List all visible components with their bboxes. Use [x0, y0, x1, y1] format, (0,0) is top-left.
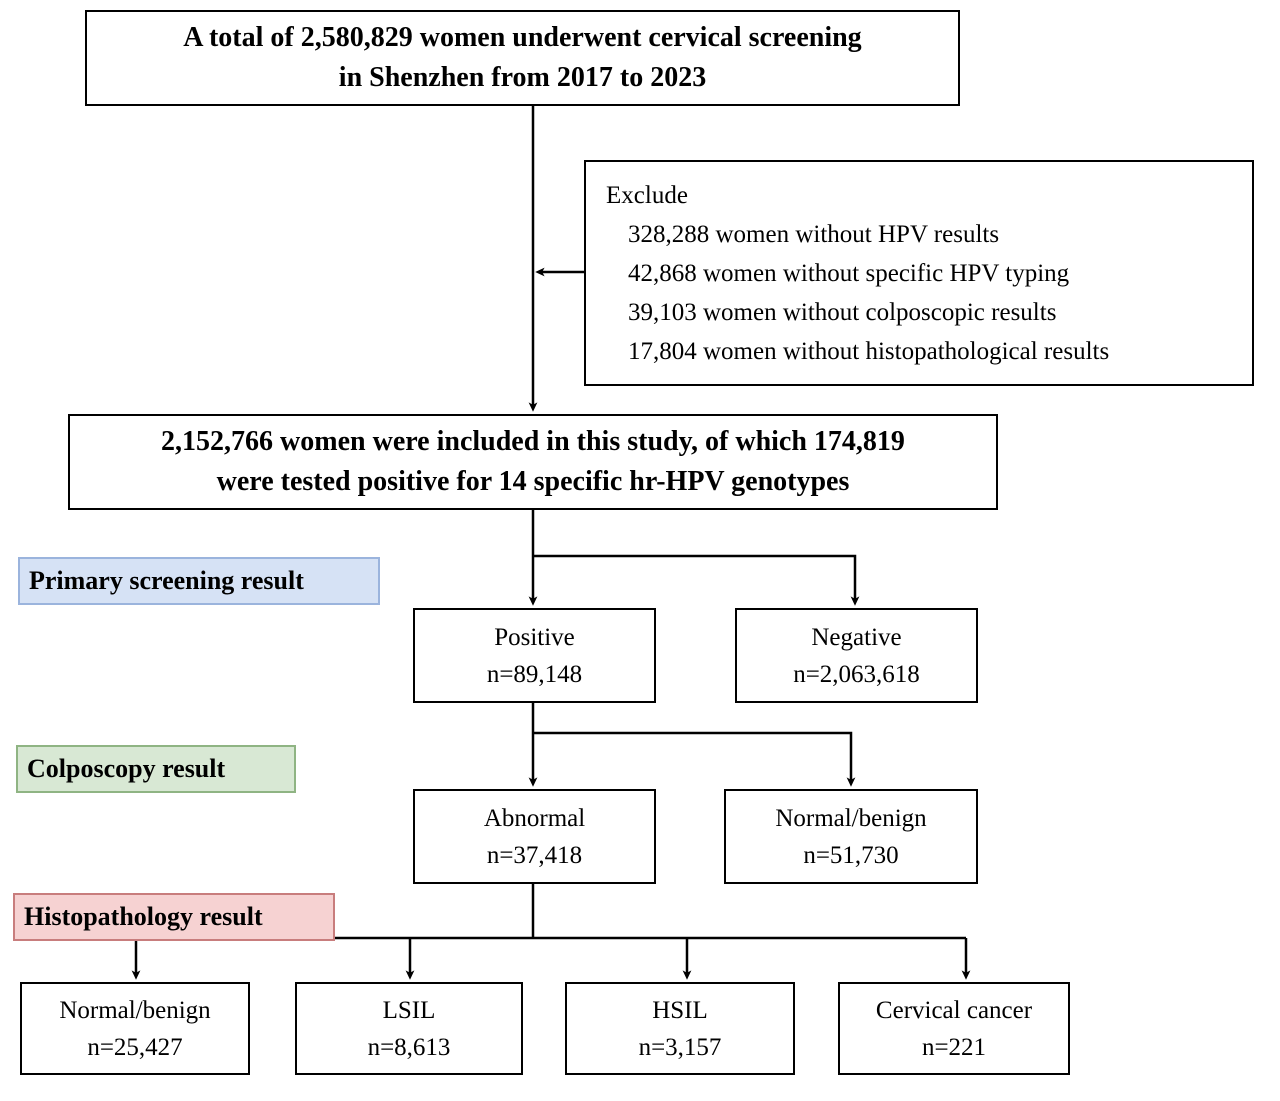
node-histopathology-cancer-label: Cervical cancer	[875, 996, 1033, 1024]
node-histopathology-cancer: Cervical cancer n=221	[838, 982, 1070, 1075]
node-hpv-negative-label: Negative	[811, 623, 902, 651]
node-included-cohort: 2,152,766 women were included in this st…	[68, 414, 998, 510]
node-hpv-positive-label: Positive	[494, 623, 575, 651]
node-histopathology-lsil-label: LSIL	[382, 996, 436, 1024]
connector-included-to-negative	[533, 554, 860, 606]
node-colposcopy-abnormal-count: n=37,418	[486, 841, 583, 869]
exclude-item-0: 328,288 women without HPV results	[628, 221, 1000, 248]
stage-label-histopathology: Histopathology result	[13, 893, 335, 941]
node-hpv-positive: Positive n=89,148	[413, 608, 656, 703]
stage-label-colposcopy-text: Colposcopy result	[27, 754, 226, 783]
node-included-line2: were tested positive for 14 specific hr-…	[216, 466, 850, 497]
node-histopathology-normal-count: n=25,427	[87, 1033, 183, 1061]
node-histopathology-hsil-count: n=3,157	[638, 1033, 722, 1061]
exclude-item-3: 17,804 women without histopathological r…	[628, 338, 1110, 365]
node-histopathology-normal-label: Normal/benign	[59, 996, 211, 1024]
node-colposcopy-abnormal-label: Abnormal	[483, 804, 586, 832]
node-colposcopy-normal-label: Normal/benign	[775, 804, 927, 832]
node-histopathology-cancer-count: n=221	[921, 1033, 987, 1061]
stage-label-primary-screening: Primary screening result	[18, 557, 380, 605]
node-colposcopy-abnormal: Abnormal n=37,418	[413, 789, 656, 884]
stage-label-colposcopy: Colposcopy result	[16, 745, 296, 793]
node-hpv-negative-count: n=2,063,618	[793, 660, 920, 688]
exclude-item-1: 42,868 women without specific HPV typing	[628, 260, 1070, 287]
node-histopathology-hsil-label: HSIL	[652, 996, 708, 1024]
node-histopathology-normal: Normal/benign n=25,427	[20, 982, 250, 1075]
node-colposcopy-normal: Normal/benign n=51,730	[724, 789, 978, 884]
node-included-line1: 2,152,766 women were included in this st…	[161, 426, 905, 457]
exclude-heading: Exclude	[606, 182, 688, 209]
node-colposcopy-normal-count: n=51,730	[803, 841, 899, 869]
node-histopathology-hsil: HSIL n=3,157	[565, 982, 795, 1075]
exclude-item-2: 39,103 women without colposcopic results	[628, 299, 1057, 326]
node-total-screened: A total of 2,580,829 women underwent cer…	[85, 10, 960, 106]
node-hpv-negative: Negative n=2,063,618	[735, 608, 978, 703]
node-total-line2: in Shenzhen from 2017 to 2023	[338, 62, 707, 93]
connector-positive-to-colpo-normal	[533, 731, 856, 787]
node-total-line1: A total of 2,580,829 women underwent cer…	[183, 22, 862, 53]
node-histopathology-lsil-count: n=8,613	[367, 1033, 451, 1061]
node-exclusions: Exclude 328,288 women without HPV result…	[584, 160, 1254, 386]
node-hpv-positive-count: n=89,148	[486, 660, 583, 688]
stage-label-primary-screening-text: Primary screening result	[29, 566, 304, 595]
stage-label-histopathology-text: Histopathology result	[24, 902, 263, 931]
node-histopathology-lsil: LSIL n=8,613	[295, 982, 523, 1075]
